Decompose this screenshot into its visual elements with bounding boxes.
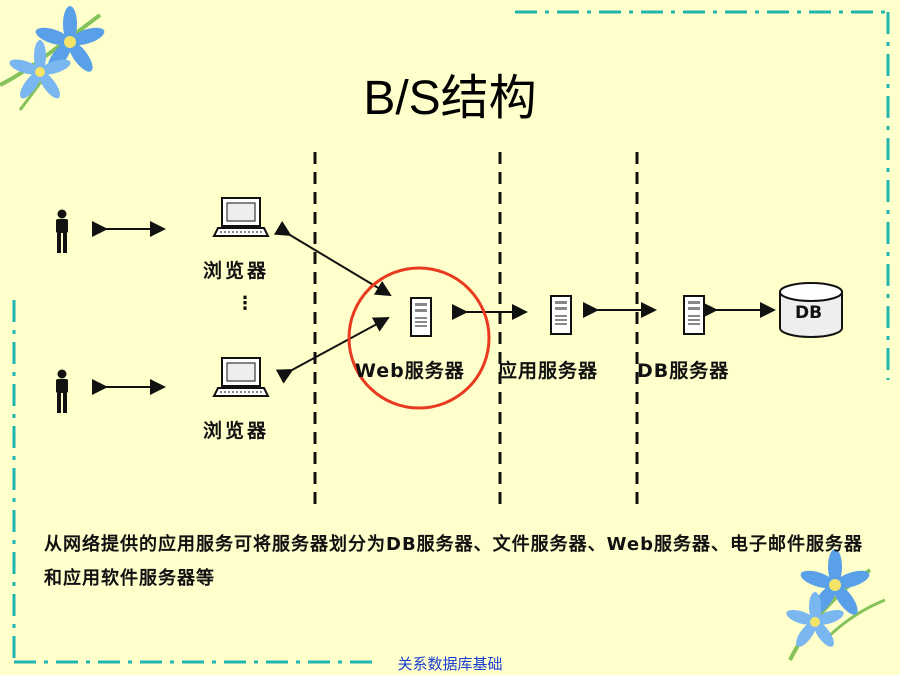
person-icon-bottom (56, 369, 68, 413)
server-icon-web (410, 297, 432, 337)
database-label: DB (795, 303, 823, 323)
flower-icon-top-left (0, 6, 105, 111)
browser-label-top: 浏览器 (203, 260, 270, 282)
computer-icon-bottom (212, 357, 270, 397)
description-text: 从网络提供的应用服务可将服务器划分为DB服务器、文件服务器、Web服务器、电子邮… (44, 534, 863, 589)
server-icon-app (550, 295, 572, 335)
web-server-label: Web服务器 (355, 360, 465, 382)
app-server-label: 应用服务器 (498, 360, 599, 382)
database-icon (779, 282, 843, 338)
flower-icon-bottom-right (786, 549, 886, 661)
page-title: B/S结构 (363, 72, 537, 125)
browser-label-bottom: 浏览器 (203, 420, 270, 442)
ellipsis-label: ⋮ (236, 293, 254, 314)
highlight-circle (347, 266, 491, 410)
person-icon-top (56, 209, 68, 253)
db-server-label: DB服务器 (637, 360, 730, 382)
tier-separators (313, 152, 639, 505)
decorative-border (12, 10, 890, 664)
server-icon-db (683, 295, 705, 335)
footer-text: 关系数据库基础 (397, 655, 503, 673)
computer-icon-top (212, 197, 270, 237)
